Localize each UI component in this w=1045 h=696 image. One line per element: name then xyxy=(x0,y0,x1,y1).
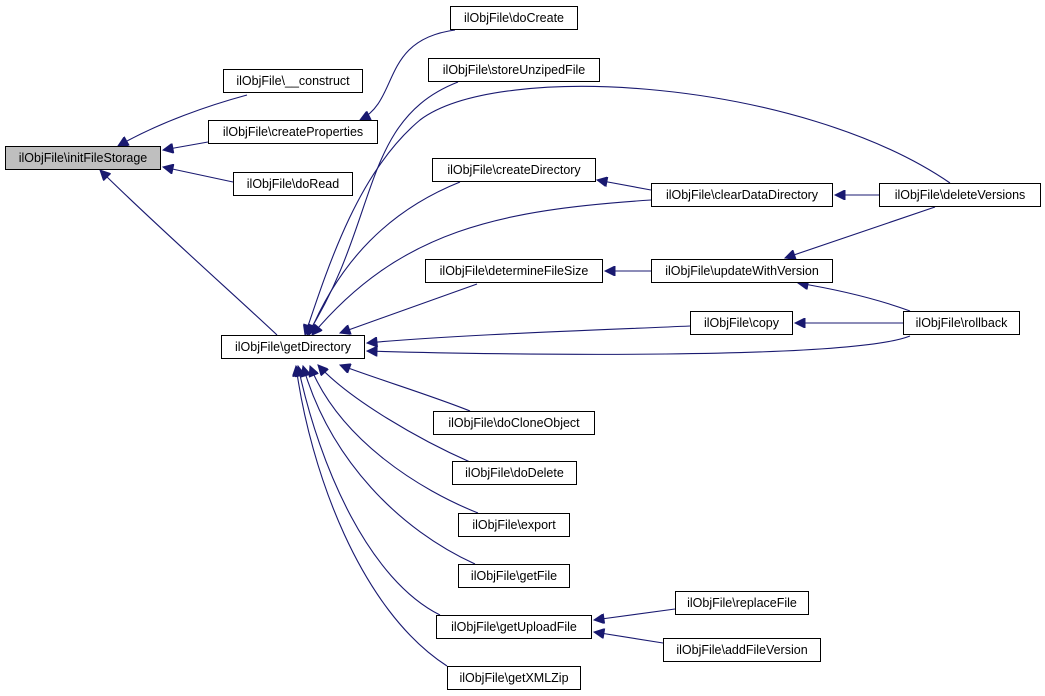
node-delete-versions[interactable]: ilObjFile\deleteVersions xyxy=(879,183,1041,207)
node-copy[interactable]: ilObjFile\copy xyxy=(690,311,793,335)
edge-doCloneObject-to-getDirectory xyxy=(340,365,471,412)
node-update-with-version[interactable]: ilObjFile\updateWithVersion xyxy=(651,259,833,283)
edge-createProperties-to-initFileStorage xyxy=(163,141,209,150)
node-export[interactable]: ilObjFile\export xyxy=(458,513,570,537)
edge-createDirectory-to-getDirectory xyxy=(309,181,461,335)
node-add-file-version[interactable]: ilObjFile\addFileVersion xyxy=(663,638,821,662)
edge-getFile-to-getDirectory xyxy=(303,366,476,565)
edge-replaceFile-to-getUploadFile xyxy=(594,608,676,620)
edge-construct-to-initFileStorage xyxy=(118,94,248,146)
node-get-upload-file[interactable]: ilObjFile\getUploadFile xyxy=(436,615,592,639)
edge-doRead-to-initFileStorage xyxy=(163,167,234,183)
node-create-directory[interactable]: ilObjFile\createDirectory xyxy=(432,158,596,182)
edge-determineFileSize-to-getDirectory xyxy=(340,283,478,333)
edge-getDirectory-to-initFileStorage xyxy=(100,170,278,336)
node-determine-file-size[interactable]: ilObjFile\determineFileSize xyxy=(425,259,603,283)
node-get-xml-zip[interactable]: ilObjFile\getXMLZip xyxy=(447,666,581,690)
edge-deleteVersions-to-getDirectory xyxy=(305,85,951,335)
edge-rollback-to-updateWithVersion xyxy=(798,283,911,312)
node-rollback[interactable]: ilObjFile\rollback xyxy=(903,311,1020,335)
edge-getXMLZip-to-getDirectory xyxy=(296,366,448,667)
node-do-delete[interactable]: ilObjFile\doDelete xyxy=(452,461,577,485)
node-store-unziped-file[interactable]: ilObjFile\storeUnzipedFile xyxy=(428,58,600,82)
edge-clearDataDirectory-to-getDirectory xyxy=(312,199,652,335)
edge-copy-to-getDirectory xyxy=(367,325,691,343)
edge-export-to-getDirectory xyxy=(310,366,479,514)
node-create-properties[interactable]: ilObjFile\createProperties xyxy=(208,120,378,144)
node-clear-data-directory[interactable]: ilObjFile\clearDataDirectory xyxy=(651,183,833,207)
node-do-read[interactable]: ilObjFile\doRead xyxy=(233,172,353,196)
node-construct[interactable]: ilObjFile\__construct xyxy=(223,69,363,93)
edge-doDelete-to-getDirectory xyxy=(318,365,471,463)
edge-clearDataDirectory-to-createDirectory xyxy=(597,180,652,191)
node-get-file[interactable]: ilObjFile\getFile xyxy=(458,564,570,588)
edge-rollback-to-getDirectory xyxy=(367,335,911,354)
node-replace-file[interactable]: ilObjFile\replaceFile xyxy=(675,591,809,615)
edge-getUploadFile-to-getDirectory xyxy=(298,366,441,616)
node-do-create[interactable]: ilObjFile\doCreate xyxy=(450,6,578,30)
edge-doCreate-to-createProperties xyxy=(360,29,456,120)
node-init-file-storage: ilObjFile\initFileStorage xyxy=(5,146,161,170)
node-do-clone-object[interactable]: ilObjFile\doCloneObject xyxy=(433,411,595,435)
node-get-directory[interactable]: ilObjFile\getDirectory xyxy=(221,335,365,359)
edge-addFileVersion-to-getUploadFile xyxy=(594,632,664,644)
edge-deleteVersions-to-updateWithVersion xyxy=(785,206,936,258)
